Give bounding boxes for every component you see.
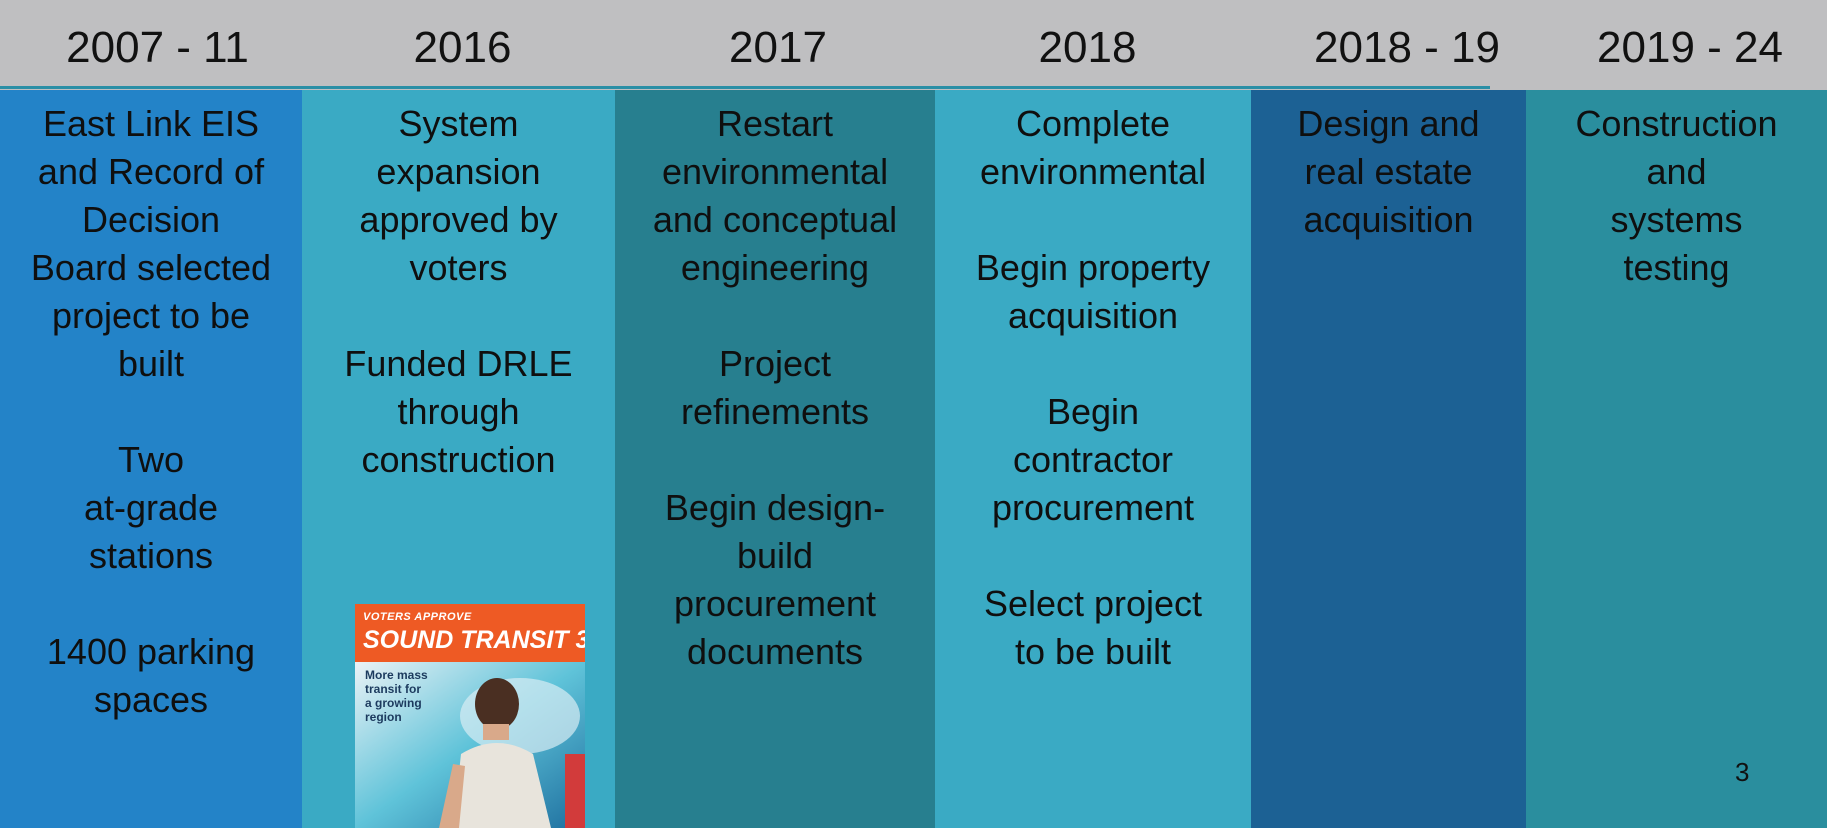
poster-subtitle: More mass transit for a growing region	[365, 668, 428, 724]
page-number: 3	[1735, 757, 1750, 787]
poster-banner: VOTERS APPROVE SOUND TRANSIT 3	[355, 604, 585, 662]
timeline-header	[0, 0, 1827, 90]
year-label: 2018 - 19	[1314, 23, 1500, 72]
poster-photo	[355, 662, 585, 828]
year-label: 2019 - 24	[1597, 23, 1783, 72]
year-label: 2017	[729, 23, 827, 72]
sound-transit-3-poster: VOTERS APPROVE SOUND TRANSIT 3 More mass…	[355, 604, 585, 828]
header-divider	[0, 86, 1490, 89]
year-label: 2018	[1038, 23, 1137, 72]
year-label: 2016	[413, 23, 512, 72]
year-label: 2007 - 11	[66, 23, 249, 72]
poster-title: SOUND TRANSIT 3	[363, 626, 585, 654]
poster-kicker: VOTERS APPROVE	[363, 611, 472, 623]
